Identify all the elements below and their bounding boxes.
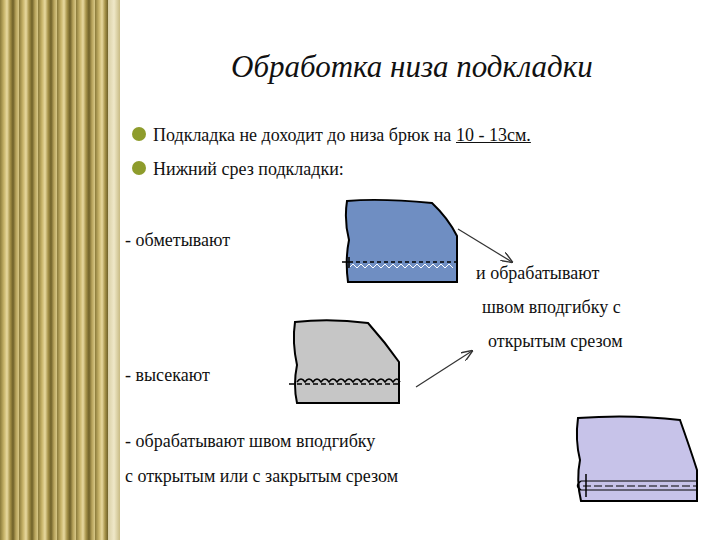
border-edge — [108, 0, 120, 540]
hemmed-lining-piece — [577, 416, 697, 501]
step-label: - высекают — [125, 364, 210, 386]
overcast-lining-piece — [342, 200, 457, 282]
decorative-border — [0, 0, 118, 540]
bullet-text: Подкладка не доходит до низа брюк на — [153, 124, 451, 146]
bullet — [132, 161, 146, 175]
step-label: - обметывают — [125, 229, 230, 251]
leader-arrow — [416, 351, 472, 387]
step-note: швом вподгибку с — [482, 296, 621, 318]
step-label: с открытым или с закрытым срезом — [125, 465, 398, 487]
slide-title: Обработка низа подкладки — [231, 48, 593, 86]
step-note: открытым срезом — [488, 330, 623, 352]
pinked-lining-piece — [289, 320, 400, 403]
step-note: и обрабатывают — [476, 262, 599, 284]
step-label: - обрабатывают швом вподгибку — [125, 430, 375, 452]
leader-arrow — [458, 229, 512, 262]
dimension: 10 - 13см. — [456, 124, 531, 146]
bullet-text: Нижний срез подкладки: — [153, 158, 344, 180]
bullet — [132, 127, 146, 141]
